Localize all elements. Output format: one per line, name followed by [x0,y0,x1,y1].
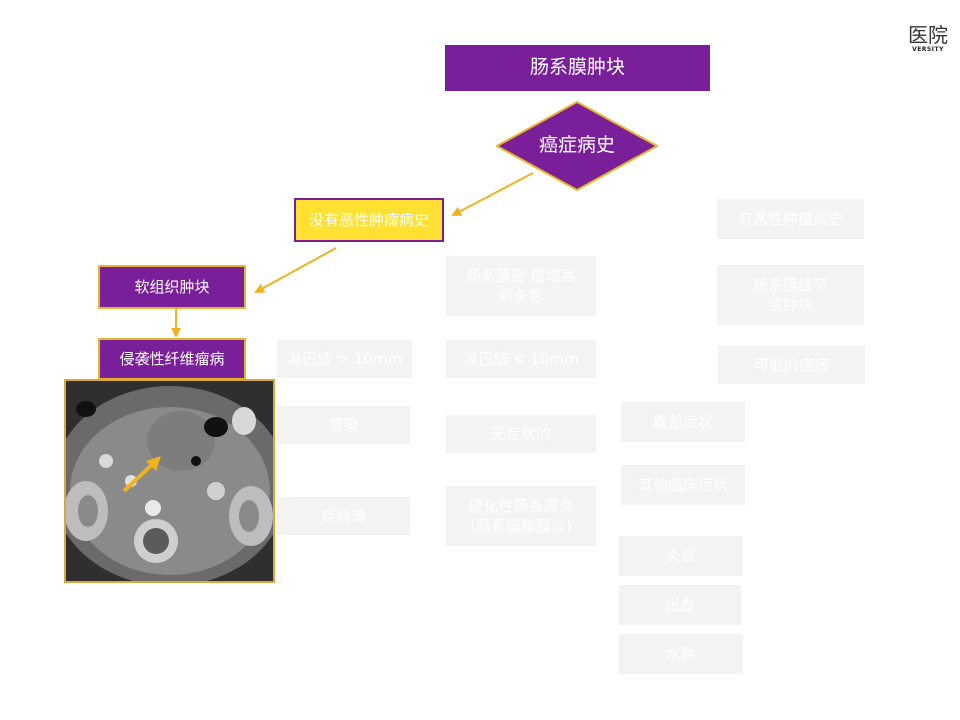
edema-label: 水肿 [666,644,696,664]
infection-node: 感染 [277,406,410,444]
mesentery-density-label: 肠系膜密 度增高 索条影 [466,266,576,307]
root-node-label: 肠系膜肿块 [530,55,625,81]
possible-cancer-label: 可能的癌病 [754,355,829,375]
no-history-node: 没有恶性肿瘤病史 [294,198,444,242]
logo-subtext: VERSITY [905,46,951,53]
root-node: 肠系膜肿块 [445,45,710,91]
hemorrhage-label: 出血 [665,595,695,615]
disease-label: 疾病谱 [321,506,366,526]
has-history-node: 有恶性肿瘤病史 [717,199,864,239]
nodes-large-label: 淋巴结 > 10mm [287,349,402,369]
other-symptom-label: 其他临床症状 [638,475,728,495]
ct-scan-graphic [66,381,273,581]
other-symptom-node: 其他临床症状 [621,465,745,505]
nodes-small-label: 淋巴结 < 10mm [463,349,578,369]
sclerosing-node: 硬化性肠系膜炎 (肠系膜脂膜炎) [446,486,596,546]
arrow-no-history-to-soft-tissue [256,248,336,292]
logo-mark: 医院 [905,24,951,46]
nodule-node: 肠系膜结节 或肿块 [717,265,864,325]
sclerosing-label: 硬化性肠系膜炎 (肠系膜脂膜炎) [468,496,573,537]
no-history-label: 没有恶性肿瘤病史 [309,210,429,230]
soft-tissue-label: 软组织肿块 [134,277,209,297]
decision-label-box: 癌症病史 [496,101,658,191]
abdominal-symptom-node: 腹部症状 [621,402,745,442]
nodule-label: 肠系膜结节 或肿块 [753,275,828,316]
disease-node: 疾病谱 [277,497,410,535]
decision-label: 癌症病史 [539,133,615,159]
no-symptom-label: 无症状的 [491,424,551,444]
edema-node: 水肿 [619,634,743,674]
possible-cancer-node: 可能的癌病 [718,346,865,384]
nodes-large-node: 淋巴结 > 10mm [277,340,412,378]
no-symptom-node: 无症状的 [446,415,596,453]
soft-tissue-node: 软组织肿块 [98,265,246,309]
abdominal-symptom-label: 腹部症状 [653,412,713,432]
university-logo: 医院 VERSITY [905,24,951,64]
fibromatosis-label: 侵袭性纤维瘤病 [119,349,224,369]
nodes-small-node: 淋巴结 < 10mm [446,340,596,378]
fibromatosis-node: 侵袭性纤维瘤病 [98,338,246,380]
ct-scan-image [64,379,275,583]
inflammation-node: 炎症 [619,536,743,576]
has-history-label: 有恶性肿瘤病史 [738,209,843,229]
inflammation-label: 炎症 [666,546,696,566]
mesentery-density-node: 肠系膜密 度增高 索条影 [446,256,596,316]
infection-label: 感染 [328,415,358,435]
hemorrhage-node: 出血 [619,585,741,625]
